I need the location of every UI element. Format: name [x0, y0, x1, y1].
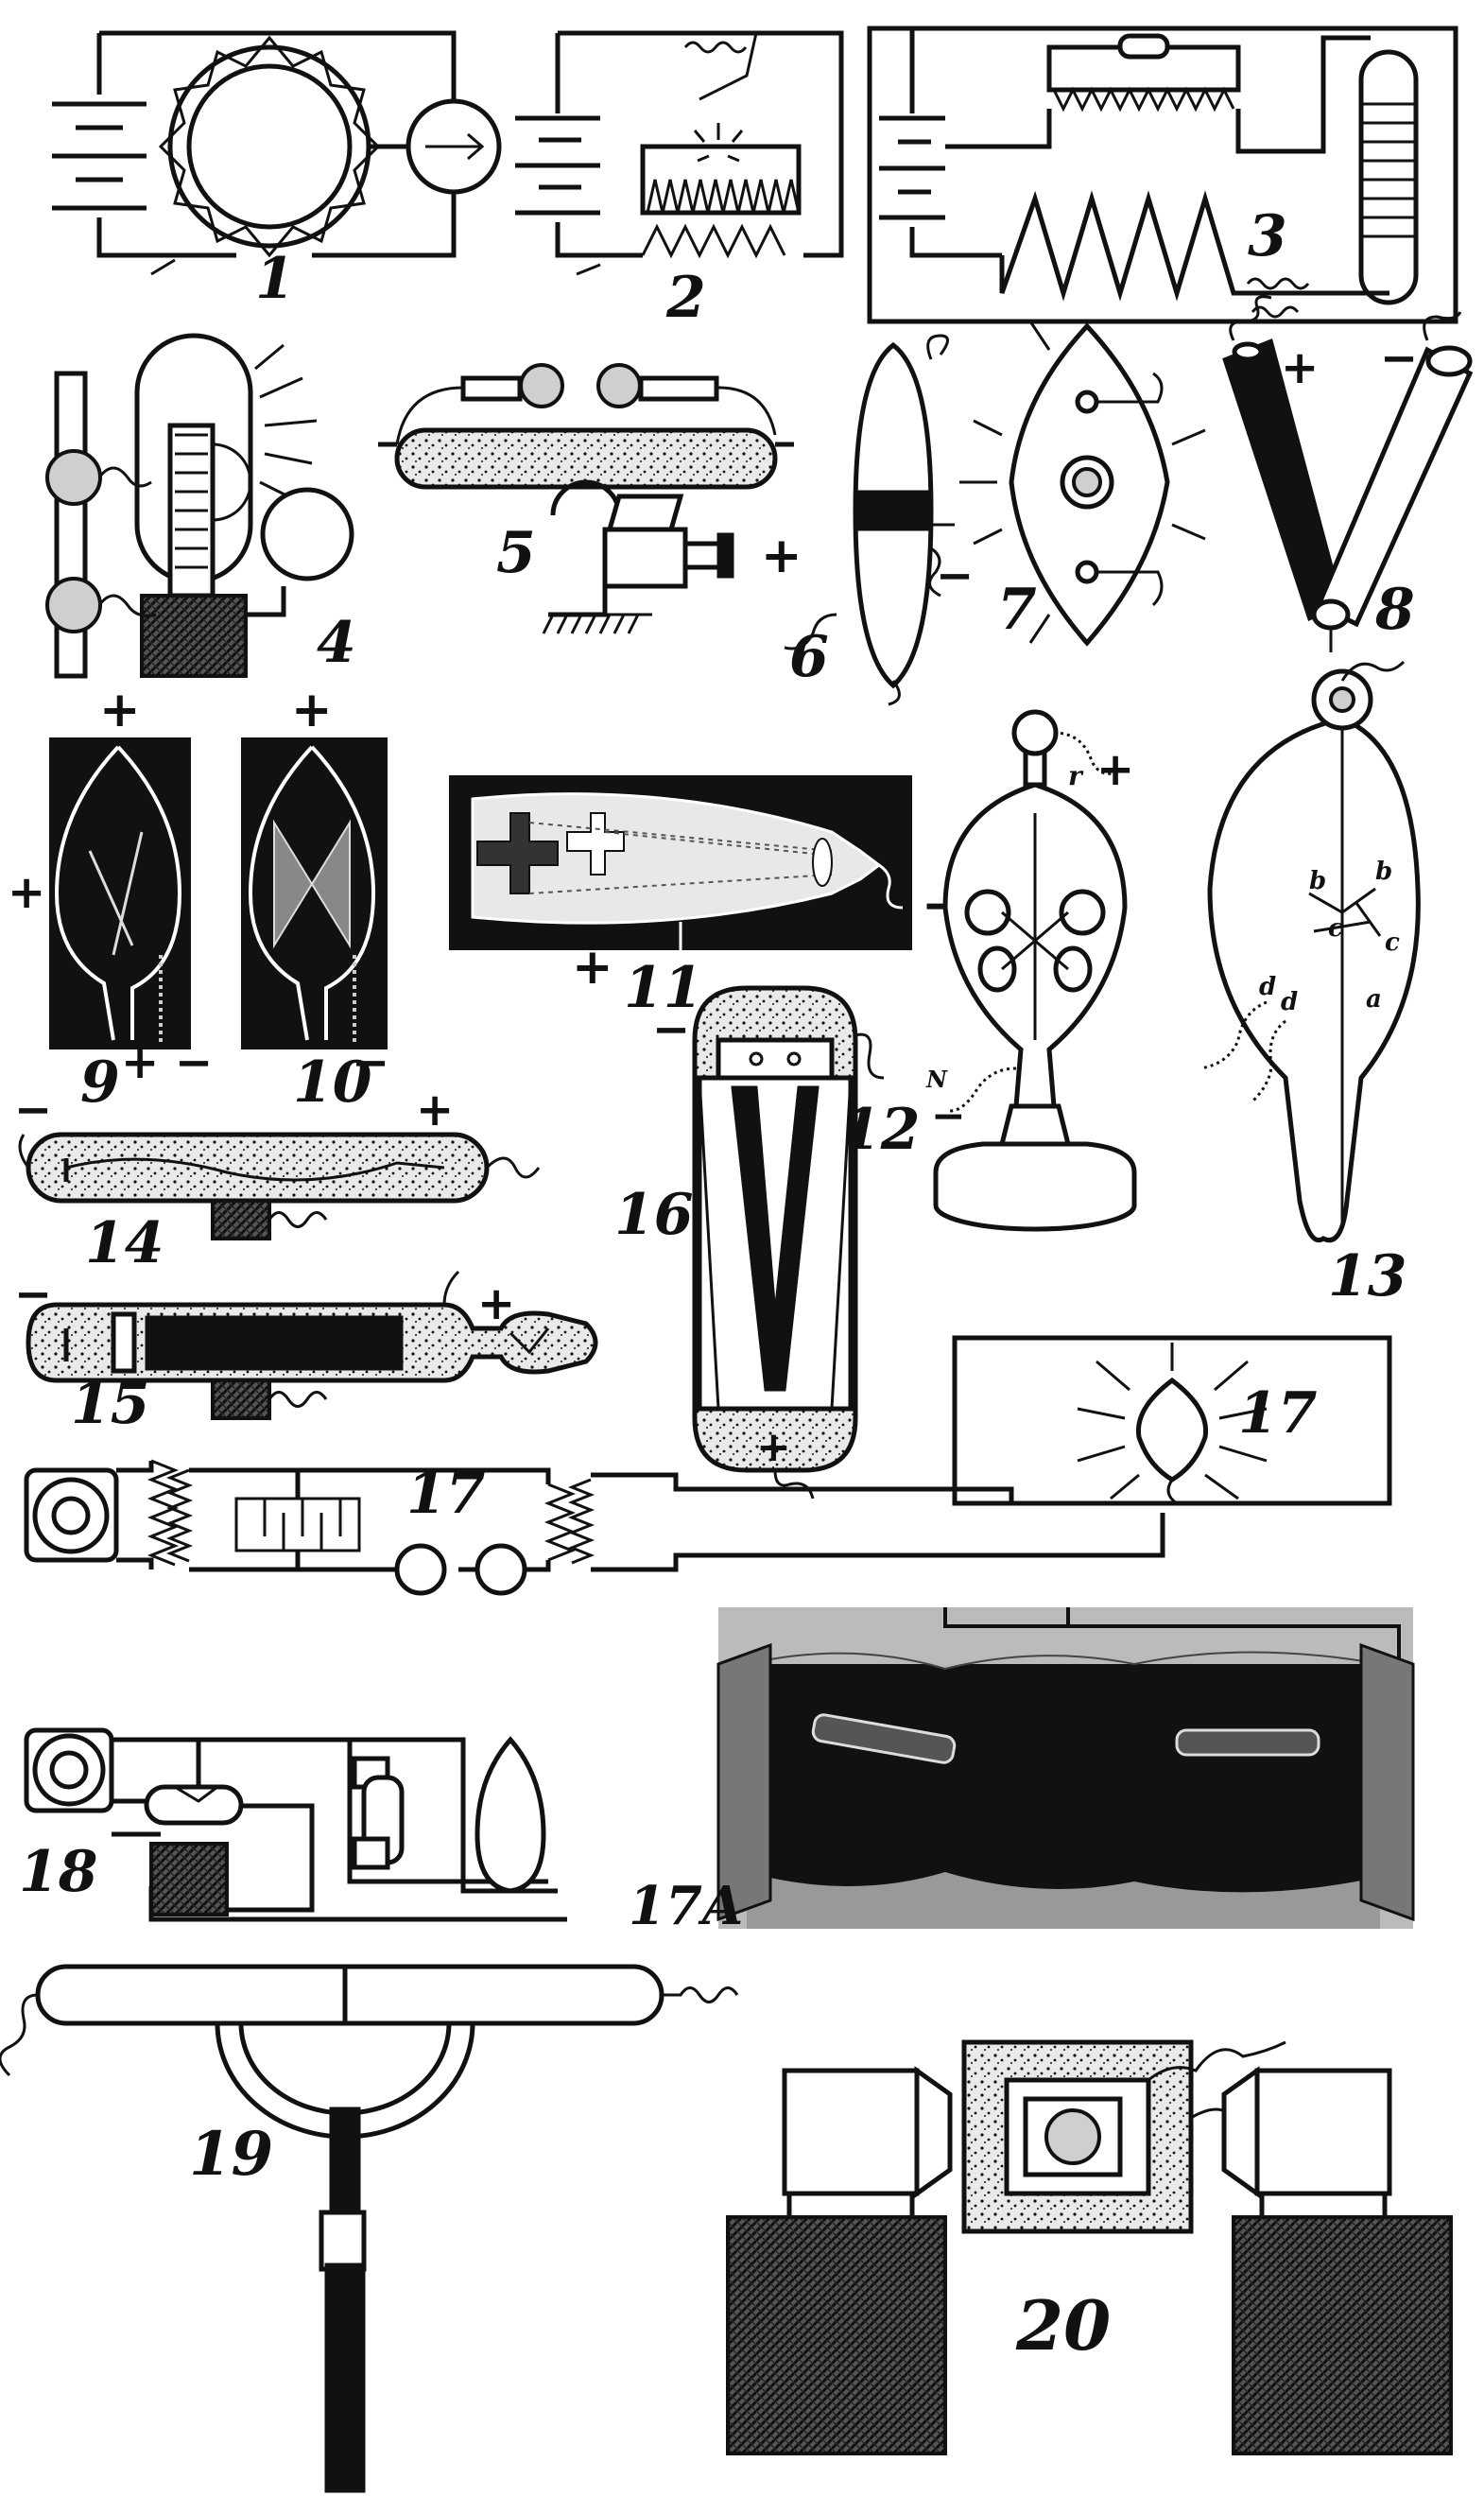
sign-minus: − — [1380, 332, 1418, 385]
figure-label-5: 5 — [496, 520, 536, 586]
figure-3-coil-circuit: 3 — [867, 26, 1458, 324]
sign-plus: + — [121, 1036, 159, 1089]
sign-minus: − — [652, 1003, 690, 1056]
figure-8-v-tube: + − 8 — [1222, 295, 1474, 652]
figure-label-13: 13 — [1328, 1243, 1407, 1309]
spark-icon — [693, 123, 744, 163]
figure-16-v-vane-tube: − + 16 — [614, 985, 885, 1500]
sign-plus: + — [1096, 743, 1134, 796]
figure-label-2: 2 — [665, 265, 706, 331]
figure-17-oscillator-circuit: 17 — [24, 1459, 1165, 1596]
figure-label-6: 6 — [789, 624, 829, 690]
figure-label-16: 16 — [614, 1182, 694, 1248]
figure-15-tube-with-plate: − + 15 — [14, 1268, 598, 1437]
light-rays — [254, 343, 318, 503]
figure-label-18: 18 — [19, 1839, 98, 1905]
letter-c: c — [1385, 928, 1400, 957]
sign-minus: − — [14, 1268, 52, 1321]
figure-label-20: 20 — [1015, 2285, 1111, 2366]
figure-label-17: 17 — [1238, 1380, 1318, 1447]
sign-plus: + — [416, 1084, 454, 1136]
letter-r: r — [1068, 760, 1084, 791]
figure-label-17A: 17A — [629, 1875, 743, 1937]
figure-5-tube-on-stand: 5 — [378, 363, 794, 634]
figure-label-10: 10 — [293, 1049, 372, 1116]
figure-9-dark-bulb: + + + − 9 — [8, 682, 213, 1116]
figure-label-15: 15 — [71, 1371, 150, 1437]
sign-plus: + — [761, 528, 802, 584]
battery-symbol — [52, 101, 147, 211]
sign-plus: + — [99, 682, 141, 738]
figure-17-lamp-box: 17 — [952, 1335, 1392, 1506]
figure-17A-tube-photograph: 17A — [629, 1607, 1415, 1937]
figure-label-17: 17 — [406, 1461, 486, 1527]
letter-d: d — [1281, 988, 1298, 1016]
sign-minus: − — [931, 1092, 966, 1140]
figure-1-ring-circuit: 1 — [52, 30, 502, 312]
letter-b: b — [1375, 858, 1392, 886]
letter-b: b — [1309, 867, 1326, 895]
sign-plus: + — [8, 866, 45, 919]
sign-plus: + — [291, 682, 333, 738]
letter-a: a — [1366, 985, 1382, 1014]
figure-12-radiometer-bulb: r N + − 12 — [841, 709, 1137, 1232]
sign-minus: − — [936, 549, 974, 602]
figure-label-1: 1 — [255, 246, 295, 312]
sign-plus: + — [1281, 341, 1319, 394]
figure-18-induction-circuit: 18 — [19, 1727, 567, 1922]
sign-plus: + — [477, 1277, 515, 1330]
figure-4-lamp-electroscope: 4 — [45, 333, 356, 679]
figure-2-rheostat-circuit: 2 — [515, 30, 844, 331]
figure-label-14: 14 — [85, 1210, 164, 1276]
sign-minus: − — [352, 1036, 389, 1089]
battery-symbol — [879, 115, 945, 220]
figure-14-stippled-tube: − + 14 — [14, 1084, 541, 1276]
figure-13-pear-tube: b b c c d d a 13 — [1199, 660, 1421, 1309]
sign-plus: + — [756, 1423, 791, 1471]
figure-7-diamond-tube: 7 — [959, 321, 1206, 647]
letter-N: N — [925, 1066, 948, 1093]
sign-minus: − — [14, 1084, 52, 1136]
letter-c: c — [1328, 914, 1343, 943]
figure-label-19: 19 — [189, 2119, 273, 2190]
condenser-plates — [234, 1497, 361, 1552]
figure-label-3: 3 — [1248, 203, 1287, 269]
figure-11-maltese-cross-tube: + − 11 — [449, 775, 963, 1021]
light-rays — [959, 321, 1206, 644]
coil-windings — [1363, 102, 1414, 238]
light-rays — [1077, 1343, 1268, 1500]
figure-label-4: 4 — [317, 610, 356, 676]
figure-6-grid-tube: + − 6 — [761, 334, 974, 706]
figure-label-7: 7 — [997, 577, 1037, 643]
figure-10-dark-bulb-cross: + − 10 — [241, 682, 389, 1116]
battery-symbol — [515, 115, 600, 216]
sign-plus: + — [572, 939, 613, 996]
figure-20-electromagnet-setup: 20 — [726, 2039, 1453, 2455]
figure-19-tube-with-handle: 19 — [0, 1964, 739, 2493]
letter-d: d — [1259, 973, 1276, 1001]
figure-label-9: 9 — [80, 1049, 120, 1116]
figure-label-8: 8 — [1374, 577, 1415, 643]
figure-label-11: 11 — [624, 955, 703, 1021]
sign-minus: − — [175, 1036, 213, 1089]
